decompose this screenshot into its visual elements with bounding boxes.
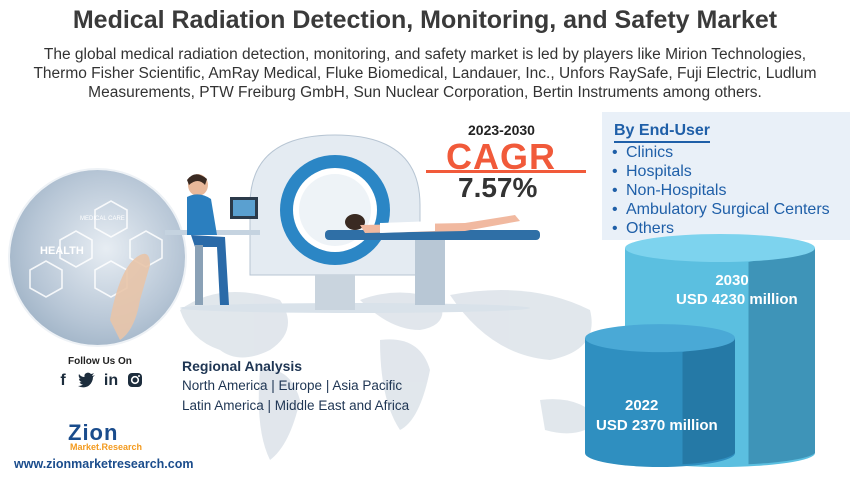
end-user-panel <box>602 112 850 240</box>
page-subtitle: The global medical radiation detection, … <box>33 46 817 101</box>
medical-care-label: MEDICAL CARE <box>80 216 125 222</box>
cagr-underline <box>426 170 586 173</box>
logo-sub-text: Market.Research <box>70 442 143 452</box>
regional-analysis-line-1: North America | Europe | Asia Pacific <box>182 378 403 393</box>
twitter-icon[interactable] <box>78 372 96 390</box>
page-title: Medical Radiation Detection, Monitoring,… <box>72 6 778 34</box>
end-user-list: •Clinics •Hospitals •Non-Hospitals •Ambu… <box>612 143 830 238</box>
bar-2022 <box>585 324 735 467</box>
instagram-icon[interactable] <box>126 372 144 390</box>
ct-scanner-illustration <box>165 134 540 313</box>
market-size-chart <box>585 234 815 467</box>
regional-analysis-line-2: Latin America | Middle East and Africa <box>182 398 410 413</box>
list-item: •Ambulatory Surgical Centers <box>612 201 830 218</box>
bar-label-year-2030: 2030 <box>715 272 749 289</box>
facebook-icon[interactable]: f <box>60 372 66 389</box>
health-label: HEALTH <box>40 245 84 257</box>
cagr-value: 7.57% <box>458 172 538 203</box>
website-link[interactable]: www.zionmarketresearch.com <box>14 457 194 471</box>
list-item: •Hospitals <box>612 163 692 180</box>
follow-us-label: Follow Us On <box>68 356 132 367</box>
list-item: •Non-Hospitals <box>612 182 727 199</box>
bar-value-2022: USD 2370 million <box>596 417 718 434</box>
social-links: f in <box>54 372 144 390</box>
logo-main-text: Zion <box>68 420 119 445</box>
list-item: •Others <box>612 220 675 237</box>
cagr-years: 2023-2030 <box>468 122 535 138</box>
regional-analysis-title: Regional Analysis <box>182 358 303 374</box>
bar-value-2030: USD 4230 million <box>676 291 798 308</box>
bar-top-2030 <box>625 234 815 262</box>
bar-front-2022 <box>585 338 735 467</box>
zion-logo: Zion Market.Research <box>68 420 142 452</box>
end-user-underline <box>614 141 710 143</box>
bar-label-year-2022: 2022 <box>625 397 659 414</box>
bar-top-2022 <box>585 324 735 353</box>
linkedin-icon[interactable]: in <box>103 372 119 389</box>
bar-shade-2030 <box>748 248 815 465</box>
end-user-title: By End-User <box>614 122 711 139</box>
list-item: •Clinics <box>612 144 674 161</box>
bar-shade-2022 <box>682 338 735 465</box>
health-touch-photo: HEALTH MEDICAL CARE <box>10 170 185 345</box>
health-hexagon-icons: HEALTH MEDICAL CARE <box>29 200 163 340</box>
